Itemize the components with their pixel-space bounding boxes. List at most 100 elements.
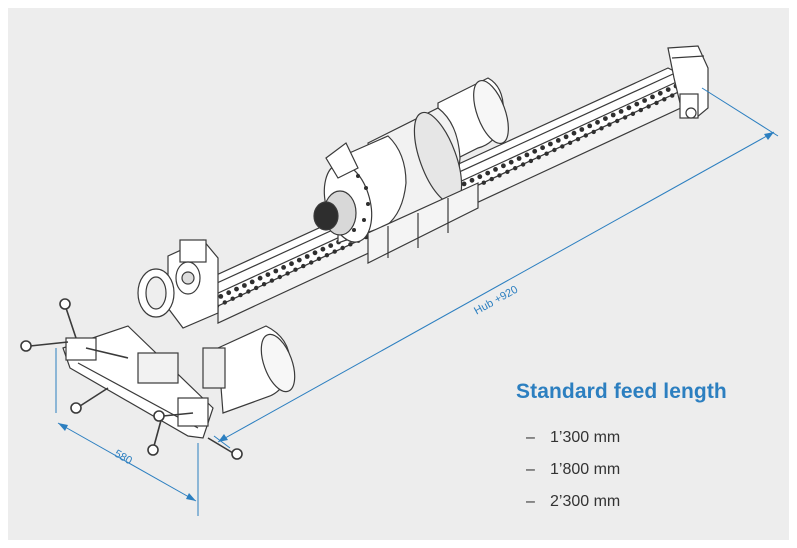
chain-link [536,155,541,160]
feed-length-title: Standard feed length [516,380,727,403]
chain-link [320,246,326,252]
chain-link [646,104,651,109]
chain-link [642,98,647,103]
chain-link [293,267,298,272]
chain-link [508,159,514,165]
chain-link [301,263,306,269]
chain-link [595,119,600,125]
adjustment-levers [20,298,243,460]
chain-link [579,127,585,132]
chain-link [246,289,251,294]
chain-link [348,242,353,247]
chain-link [501,163,506,169]
chain-link [587,123,593,129]
chain-link [324,253,330,258]
chain-link [312,250,318,256]
chain-link [234,286,239,292]
chain-link [265,272,271,277]
length-dimension-line [213,87,779,449]
chain-link [513,166,518,171]
base-frame [62,325,214,439]
feed-length-value: 2’300 mm [550,493,621,510]
chain-link [304,254,310,259]
chain-link [532,148,538,154]
chain-link [273,268,279,274]
chain-link [563,134,569,140]
chain-link [560,144,565,149]
chain-link [575,137,581,142]
chain-link [497,173,502,178]
chain-link [638,107,643,113]
chain-link [481,180,486,185]
chain-link [296,257,302,263]
chain-link [524,152,530,158]
chain-link [277,274,282,280]
chain-link [505,169,510,174]
chain-link [461,181,467,187]
diagram-panel: Hub +920 580 Standard feed length –1’300… [8,8,789,540]
rotation-head [313,77,509,264]
feed-length-item: –1’300 mm [526,422,776,454]
feed-length-value: 1’300 mm [550,429,621,446]
front-clamp [137,239,219,329]
chain-link [622,115,628,120]
chain-link [544,151,549,156]
chain-link [657,90,663,96]
chain-link [332,249,337,254]
chain-link [257,275,263,281]
list-bullet: – [526,493,535,510]
list-bullet: – [526,429,535,446]
chain-link [662,97,667,102]
chain-link [285,271,290,276]
chain-link [269,278,275,283]
chain-link [242,283,247,288]
chain-link [670,93,675,98]
chain-link [516,156,522,161]
chain-link [583,133,588,138]
chain-link [316,256,322,261]
width-dimension-line [55,348,199,516]
rear-bracket [667,45,709,119]
chain-link [485,170,491,176]
chain-link [477,174,483,180]
chain-link [599,126,604,131]
chain-link [249,279,255,285]
chain-link [289,261,294,267]
chain-link [493,167,498,172]
chain-link [469,177,475,183]
chain-link [634,101,640,107]
feed-length-list: –1’300 mm –1’800 mm –2’300 mm [516,422,776,518]
chain-link [230,296,235,301]
feed-motor [202,325,296,414]
chain-link [591,129,596,135]
chain-link [603,116,608,121]
chain-link [607,122,612,127]
drill-feed-drawing: Hub +920 580 [20,45,779,516]
chain-link [615,118,620,124]
chain-link [528,158,534,164]
chain-link [489,176,494,182]
feed-length-value: 1’800 mm [550,461,621,478]
chain-link [618,109,624,114]
chain-link [610,112,616,118]
chain-link [261,282,267,287]
chain-link [340,245,345,251]
chain-link [238,292,243,298]
chain-link [328,243,334,249]
chain-link [650,94,655,100]
chain-link [626,105,632,111]
chain-link [665,87,671,92]
chain-link [309,260,314,265]
feed-length-item: –2’300 mm [526,486,776,518]
chain-link [654,100,659,106]
feed-length-item: –1’800 mm [526,454,776,486]
chain-link [520,162,526,167]
chain-link [254,285,259,291]
chain-link [567,140,573,145]
chain-link [540,145,545,151]
chain-link [552,147,557,153]
chain-link [281,265,286,270]
list-bullet: – [526,461,535,478]
feed-length-box: Standard feed length –1’300 mm –1’800 mm… [516,380,776,518]
chain-link [630,111,636,117]
